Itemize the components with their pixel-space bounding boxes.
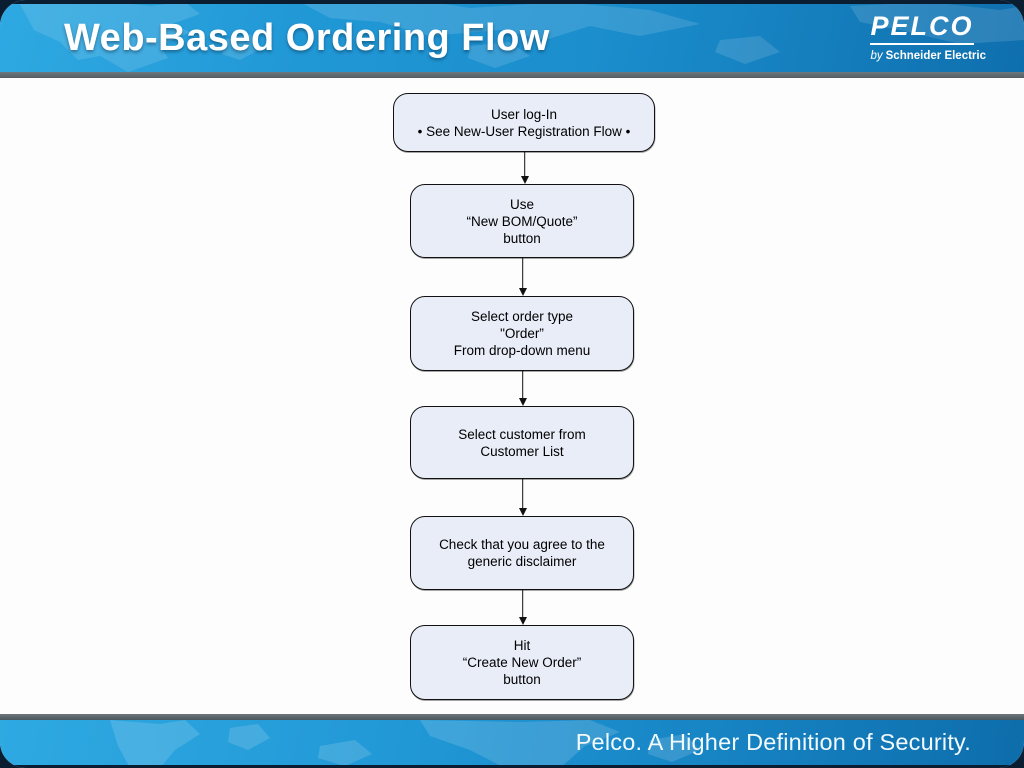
flow-step-select-customer: Select customer from Customer List <box>410 406 634 479</box>
flow-step-line: Use <box>509 196 534 212</box>
flow-step-line: Select order type <box>470 309 574 324</box>
flow-arrow-down-icon <box>518 257 527 296</box>
flow-step-line: Customer List <box>480 443 564 459</box>
flow-arrow-down-icon <box>518 478 527 516</box>
flow-step-line: Hit <box>513 638 531 653</box>
flow-step-line: “Create New Order” <box>462 655 582 670</box>
flow-step-new-bom-quote: Use “New BOM/Quote” button <box>410 184 634 258</box>
flow-step-line: • See New-User Registration Flow • <box>417 123 631 139</box>
slide-frame-edge <box>0 0 1024 4</box>
footer-tagline: Pelco. A Higher Definition of Security. <box>575 729 971 755</box>
byline-company: Schneider Electric <box>885 50 986 62</box>
flow-step-line: "Order” <box>500 326 544 341</box>
flow-arrow-down-icon <box>518 370 527 406</box>
world-map-icon <box>110 720 700 768</box>
flow-step-create-new-order: Hit “Create New Order” button <box>410 625 634 700</box>
flow-step-line: button <box>503 230 541 246</box>
flow-step-select-order-type: Select order type "Order” From drop-down… <box>410 296 634 371</box>
flow-step-line: Select customer from <box>458 426 586 442</box>
page-title: Web-Based Ordering Flow <box>64 17 550 59</box>
world-map-icon <box>20 0 1024 72</box>
flow-step-line: User log-In <box>490 106 558 122</box>
flow-step-line: generic disclaimer <box>467 554 577 569</box>
flow-step-user-login: User log-In • See New-User Registration … <box>393 93 655 152</box>
pelco-brand-text: PELCO <box>870 13 974 45</box>
slide-frame-edge <box>0 765 1024 768</box>
footer-bar: Pelco. A Higher Definition of Security. <box>0 720 1024 768</box>
header-separator <box>0 72 1024 78</box>
byline-prefix: by <box>870 50 883 62</box>
footer-separator <box>0 714 1024 720</box>
flow-step-line: Check that you agree to the <box>439 537 605 552</box>
flow-step-line: “New BOM/Quote” <box>466 213 578 229</box>
flow-arrow-down-icon <box>520 151 529 184</box>
flow-arrow-down-icon <box>518 589 527 625</box>
flow-step-agree-disclaimer: Check that you agree to the generic disc… <box>410 516 634 590</box>
flow-step-line: From drop-down menu <box>453 343 591 358</box>
flow-step-line: button <box>503 672 541 687</box>
